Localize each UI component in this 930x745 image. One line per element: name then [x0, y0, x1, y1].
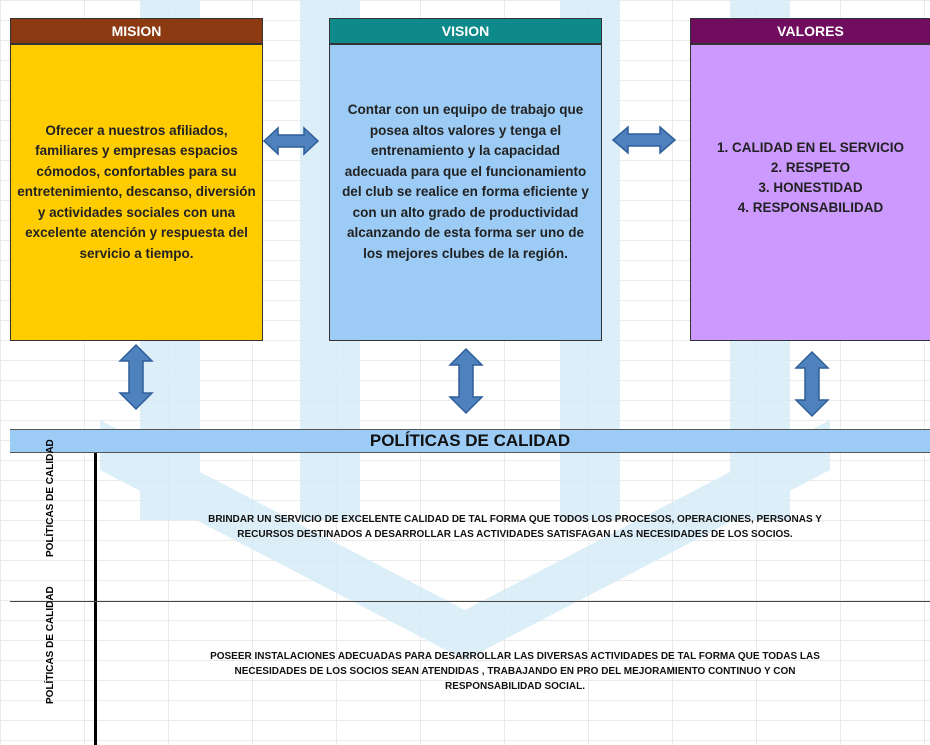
vision-text: Contar con un equipo de trabajo que pose…: [342, 102, 589, 261]
vision-header: VISION: [329, 18, 602, 44]
policy-row-1-label: POLÍTICAS DE CALIDAD: [45, 439, 56, 557]
valores-item-3: 3. HONESTIDAD: [758, 179, 863, 195]
valores-item-2: 2. RESPETO: [770, 159, 851, 175]
policies-divider: [94, 453, 97, 745]
policies-row-separator: [10, 601, 930, 602]
mision-header: MISION: [10, 18, 263, 44]
double-arrow-horizontal-1: [262, 126, 320, 156]
double-arrow-vertical-3: [794, 350, 830, 418]
valores-box: 1. CALIDAD EN EL SERVICIO 2. RESPETO 3. …: [690, 44, 930, 341]
valores-item-1: 1. CALIDAD EN EL SERVICIO: [716, 139, 905, 155]
policies-header: POLÍTICAS DE CALIDAD: [10, 429, 930, 453]
mision-text: Ofrecer a nuestros afiliados, familiares…: [17, 122, 256, 261]
policy-row-1-text: BRINDAR UN SERVICIO DE EXCELENTE CALIDAD…: [208, 514, 822, 540]
policy-row-2-label: POLÍTICAS DE CALIDAD: [45, 585, 56, 704]
valores-item-4: 4. RESPONSABILIDAD: [737, 199, 884, 215]
valores-header: VALORES: [690, 18, 930, 44]
double-arrow-horizontal-2: [611, 125, 677, 155]
vision-box: Contar con un equipo de trabajo que pose…: [329, 44, 602, 341]
mision-box: Ofrecer a nuestros afiliados, familiares…: [10, 44, 263, 341]
policy-row-2-label-cell: POLÍTICAS DE CALIDAD: [8, 585, 94, 745]
policy-row-2-text: POSEER INSTALACIONES ADECUADAS PARA DESA…: [210, 651, 820, 692]
policy-row-1-label-cell: POLÍTICAS DE CALIDAD: [8, 439, 94, 601]
double-arrow-vertical-2: [448, 347, 484, 415]
double-arrow-vertical-1: [118, 343, 154, 411]
